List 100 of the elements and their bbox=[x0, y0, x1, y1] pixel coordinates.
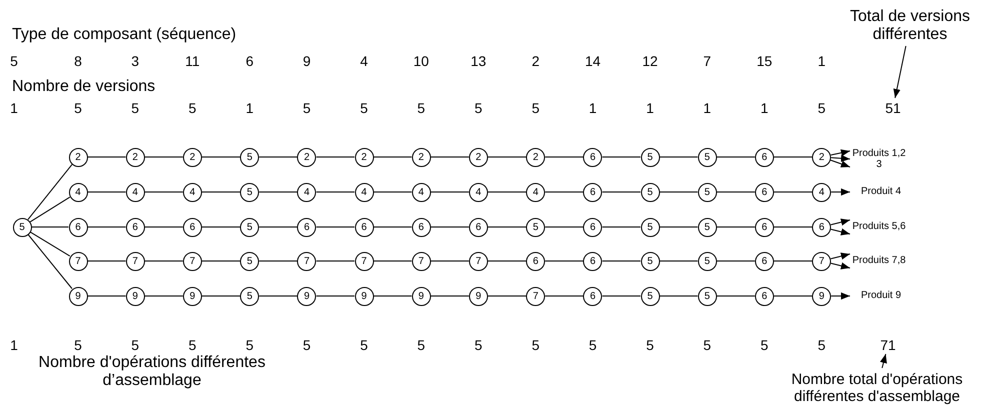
connector-line bbox=[487, 260, 527, 262]
circle-node: 6 bbox=[583, 252, 602, 270]
product-label: Produit 9 bbox=[852, 289, 910, 303]
connector-line bbox=[258, 156, 298, 158]
product-label: Produits 7,8 bbox=[852, 249, 906, 273]
count-value: 5 bbox=[9, 53, 19, 70]
circle-node: 9 bbox=[297, 286, 316, 306]
connector-line bbox=[316, 156, 355, 158]
count-value: 1 bbox=[645, 100, 655, 116]
circle-node: 7 bbox=[182, 252, 202, 270]
count-value: 14 bbox=[584, 53, 602, 70]
arrow bbox=[830, 154, 850, 162]
circle-node: 5 bbox=[12, 218, 32, 236]
connector-line bbox=[430, 226, 470, 228]
connector-line bbox=[659, 156, 698, 158]
connector-line bbox=[87, 260, 126, 262]
circle-node: 7 bbox=[68, 252, 88, 270]
count-value: 5 bbox=[816, 337, 826, 354]
circle-node: 6 bbox=[754, 252, 774, 270]
connector-line bbox=[602, 156, 641, 158]
product-label: Produits 5,6 bbox=[852, 215, 906, 239]
circle-node: 6 bbox=[297, 218, 316, 236]
connector-line bbox=[602, 260, 641, 262]
connector-line bbox=[659, 260, 698, 262]
circle-node: 7 bbox=[126, 252, 145, 270]
circle-node: 5 bbox=[698, 286, 717, 306]
connector-line bbox=[316, 260, 355, 262]
circle-node: 6 bbox=[754, 148, 774, 166]
connector-line bbox=[27, 164, 73, 220]
count-value: 5 bbox=[416, 337, 426, 354]
arrow bbox=[830, 160, 850, 168]
connector-line bbox=[258, 226, 298, 228]
count-value: 1 bbox=[588, 100, 598, 116]
count-value: 13 bbox=[470, 53, 488, 70]
arrow bbox=[830, 292, 850, 300]
connector-line bbox=[201, 260, 241, 262]
count-value: 11 bbox=[184, 53, 201, 70]
arrow bbox=[830, 228, 850, 236]
circle-node: 5 bbox=[640, 218, 660, 236]
circle-node: 5 bbox=[240, 252, 260, 270]
circle-node: 4 bbox=[297, 182, 316, 202]
circle-node: 7 bbox=[297, 252, 316, 270]
count-value: 1 bbox=[9, 100, 19, 116]
circle-node: 4 bbox=[468, 182, 488, 202]
connector-line bbox=[716, 156, 756, 158]
connector-line bbox=[430, 156, 470, 158]
count-value: 1 bbox=[702, 100, 712, 116]
arrow bbox=[830, 149, 850, 156]
connector-line bbox=[373, 156, 412, 158]
count-value: 4 bbox=[359, 53, 369, 70]
circle-node: 5 bbox=[240, 182, 260, 202]
circle-node: 6 bbox=[754, 218, 774, 236]
count-value: 5 bbox=[816, 100, 826, 116]
arrow bbox=[830, 188, 850, 196]
connector-line bbox=[487, 226, 527, 228]
connector-line bbox=[659, 226, 698, 228]
circle-node: 9 bbox=[68, 286, 88, 306]
circle-node: 2 bbox=[354, 148, 374, 166]
circle-node: 6 bbox=[754, 182, 774, 202]
count-value: 5 bbox=[359, 337, 369, 354]
arrow bbox=[830, 262, 850, 270]
connector-line bbox=[602, 226, 641, 228]
circle-node: 4 bbox=[526, 182, 546, 202]
count-value: 15 bbox=[756, 53, 774, 70]
connector-line bbox=[144, 226, 184, 228]
circle-node: 4 bbox=[354, 182, 374, 202]
connector-line bbox=[544, 156, 584, 158]
count-value: 8 bbox=[73, 53, 83, 70]
circle-node: 7 bbox=[812, 252, 832, 270]
connector-line bbox=[144, 156, 184, 158]
row-heading: Nombre de versions bbox=[12, 78, 156, 96]
connector-line bbox=[30, 196, 70, 222]
circle-node: 6 bbox=[468, 218, 488, 236]
circle-node: 5 bbox=[698, 148, 717, 166]
connector-line bbox=[487, 156, 527, 158]
connector-line bbox=[373, 226, 412, 228]
arrow bbox=[830, 218, 850, 226]
count-value: 5 bbox=[588, 337, 598, 354]
connector-line bbox=[87, 156, 126, 158]
connector-line bbox=[773, 226, 813, 228]
count-value: 1 bbox=[244, 100, 254, 116]
circle-node: 7 bbox=[526, 286, 546, 306]
circle-node: 4 bbox=[812, 182, 832, 202]
connector-line bbox=[716, 260, 756, 262]
connector-line bbox=[773, 260, 813, 262]
circle-node: 5 bbox=[698, 182, 717, 202]
circle-node: 6 bbox=[583, 182, 602, 202]
circle-node: 7 bbox=[468, 252, 488, 270]
count-value: 5 bbox=[645, 337, 655, 354]
count-value: 1 bbox=[816, 53, 826, 70]
circle-node: 6 bbox=[583, 148, 602, 166]
circle-node: 9 bbox=[354, 286, 374, 306]
connector-line bbox=[87, 226, 126, 228]
count-value: 5 bbox=[130, 337, 140, 354]
circle-node: 6 bbox=[126, 218, 145, 236]
circle-node: 6 bbox=[812, 218, 832, 236]
connector-line bbox=[716, 226, 756, 228]
circle-node: 6 bbox=[412, 218, 431, 236]
circle-node: 6 bbox=[354, 218, 374, 236]
count-value: 5 bbox=[530, 100, 540, 116]
